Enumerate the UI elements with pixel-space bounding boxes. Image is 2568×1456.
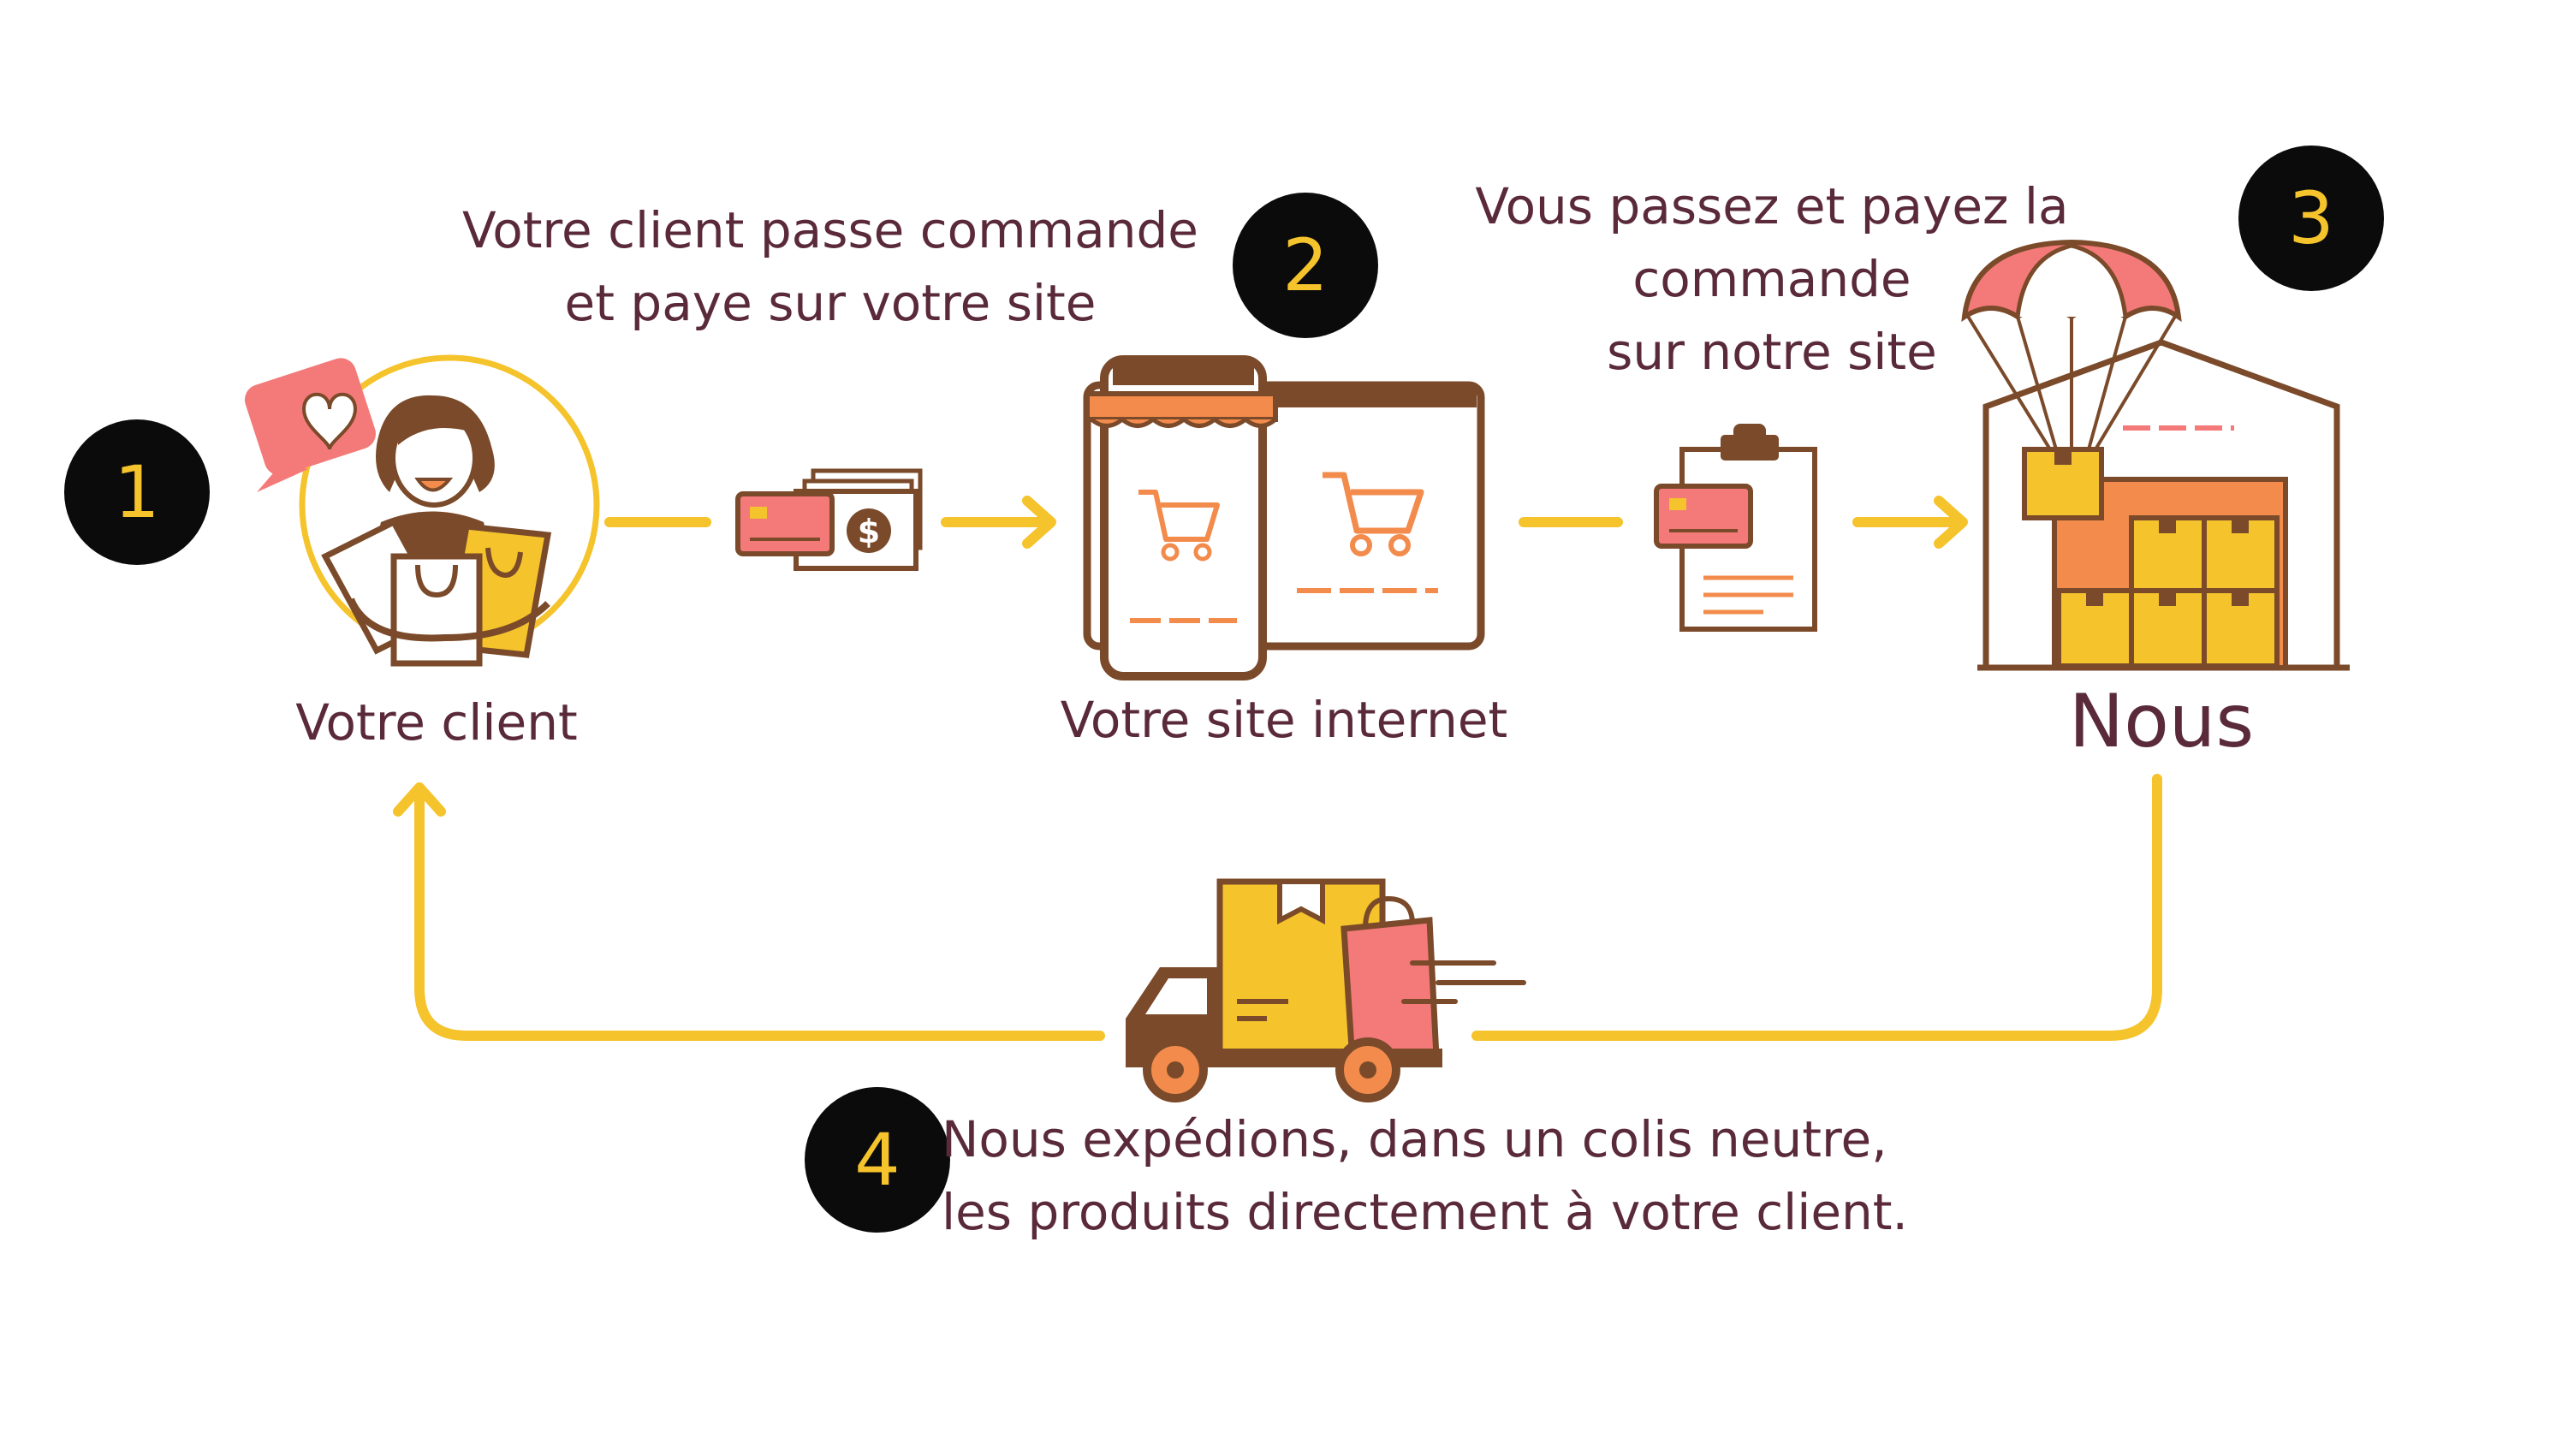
website-label: Votre site internet [1060,691,1508,749]
step-3-description-line-1: Vous passez et payez la [1475,177,2069,235]
return-path-left [414,787,1105,1041]
step-4-description-line-2: les produits directement à votre client. [942,1183,1908,1241]
clipboard-with-card-icon [1654,424,1817,632]
arrowhead-warehouse [1934,496,1968,549]
warehouse-label: Nous [2068,679,2255,764]
return-path-right [1471,774,2162,1041]
arrowhead-client [393,782,446,817]
flow-connectors [393,496,2162,1041]
step-badge-1: 1 [64,419,210,565]
step-3-description-line-3: sur notre site [1607,323,1937,381]
phone-and-tablet-shop-icon [1083,355,1485,680]
step-3-description-line-2: commande [1632,250,1911,308]
svg-text:$: $ [858,513,880,550]
step-4-description-line-1: Nous expédions, dans un colis neutre, [942,1110,1887,1168]
step-badge-3: 3 [2238,146,2384,291]
warehouse-with-parachute-icon [1961,239,2350,671]
delivery-truck-icon [1126,878,1526,1102]
arrowhead-website [1022,496,1056,549]
card-and-cash-icon: $ [735,468,923,571]
step-2-description-line-2: et paye sur votre site [564,274,1097,332]
step-badge-4: 4 [805,1087,950,1233]
customer-label: Votre client [295,693,578,752]
step-2-description-line-1: Votre client passe commande [462,201,1198,259]
step-badge-2: 2 [1233,193,1378,338]
woman-with-shopping-bags-icon [244,354,600,667]
